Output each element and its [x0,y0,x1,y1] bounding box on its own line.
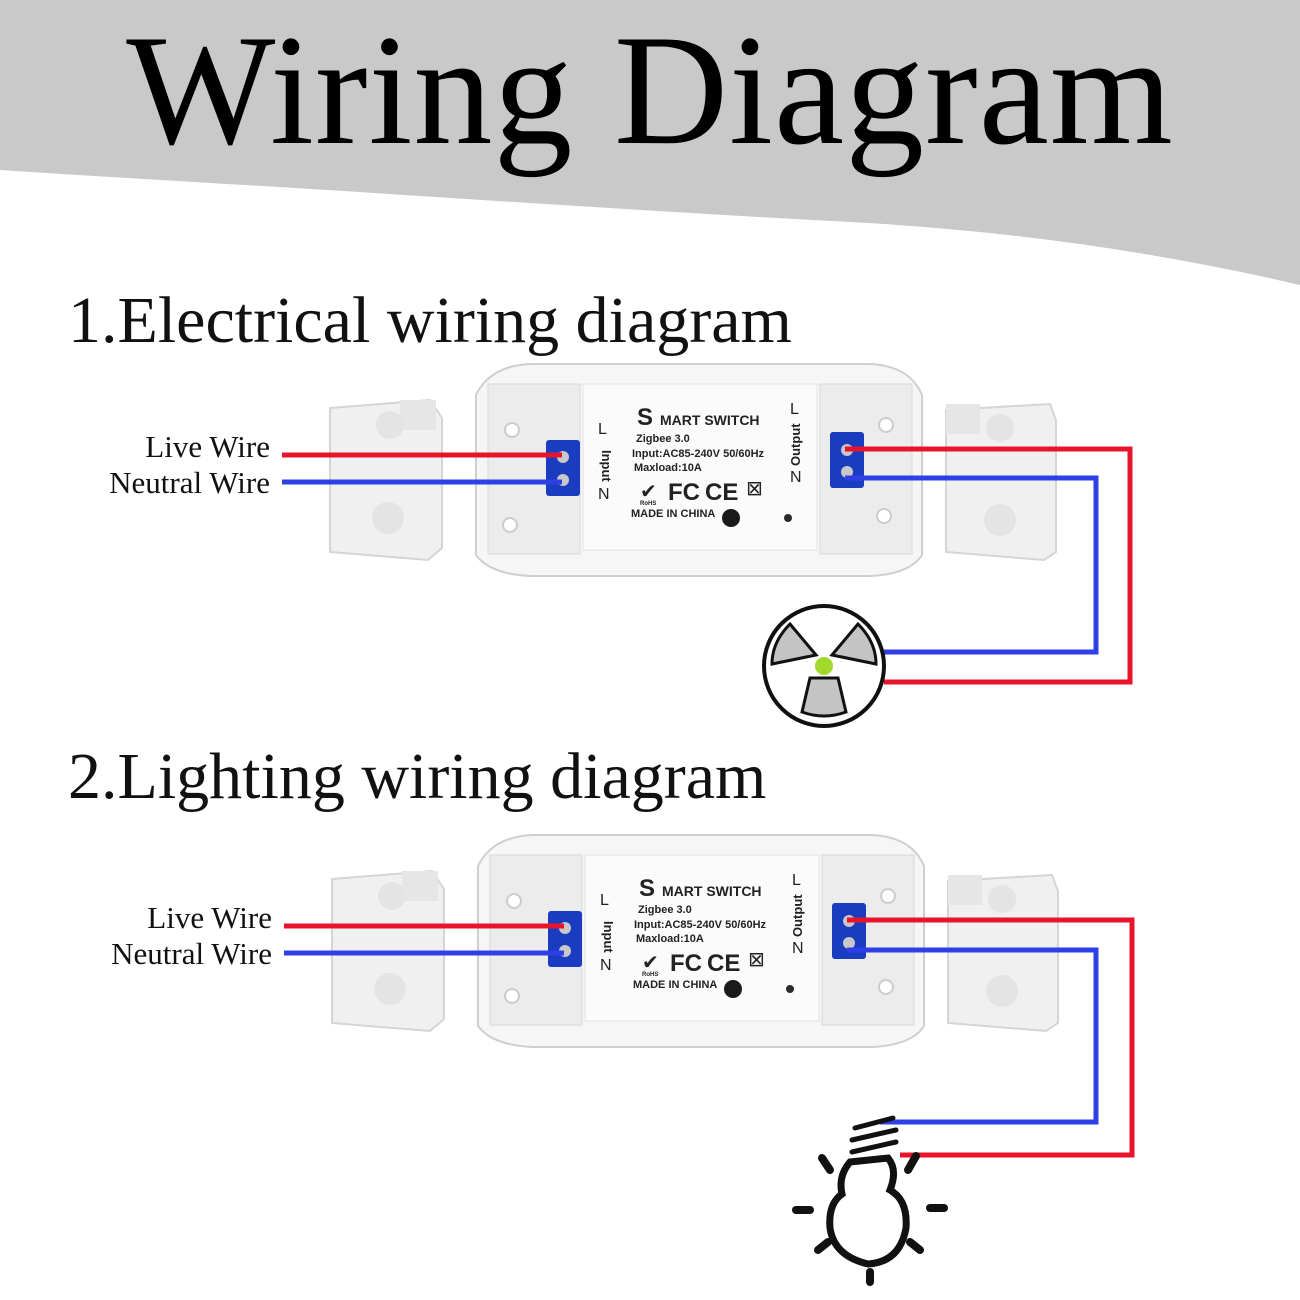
svg-text:Zigbee 3.0: Zigbee 3.0 [636,433,690,445]
svg-text:N: N [792,940,804,957]
header-banner [0,0,1300,285]
svg-text:MART SWITCH: MART SWITCH [662,883,762,899]
svg-text:✔: ✔ [642,952,659,974]
neutral-wire-label: Neutral Wire [109,465,270,500]
live-wire [284,917,1135,1158]
svg-text:MADE IN CHINA: MADE IN CHINA [633,979,717,991]
live-wire-label: Live Wire [147,900,272,935]
svg-text:Input:AC85-240V 50/60Hz: Input:AC85-240V 50/60Hz [632,448,765,460]
live-wire-label: Live Wire [145,429,270,464]
svg-text:L: L [598,421,607,438]
svg-text:S: S [639,875,655,902]
svg-text:RoHS: RoHS [642,972,658,978]
neutral-wire [284,947,1099,1125]
svg-text:Output: Output [788,423,803,466]
svg-text:⊠: ⊠ [748,949,765,971]
svg-text:L: L [792,872,801,889]
svg-text:L: L [790,401,799,418]
device-label-2: S MART SWITCH Zigbee 3.0 Input:AC85-240V… [600,872,805,991]
section-title-lighting: 2.Lighting wiring diagram [68,740,767,813]
svg-text:CE: CE [705,479,738,506]
svg-text:Input: Input [599,450,614,482]
svg-text:Maxload:10A: Maxload:10A [634,462,702,474]
page-title: Wiring Diagram [126,3,1174,178]
svg-text:Zigbee 3.0: Zigbee 3.0 [638,904,692,916]
svg-text:⊠: ⊠ [746,478,763,500]
device-label-1: S MART SWITCH Zigbee 3.0 Input:AC85-240V… [598,401,803,520]
light-bulb-icon [792,1115,948,1286]
fan-icon [762,604,886,728]
neutral-wire-label: Neutral Wire [111,936,272,971]
svg-text:Output: Output [790,894,805,937]
svg-text:FC: FC [670,950,702,977]
svg-text:MADE IN CHINA: MADE IN CHINA [631,508,715,520]
svg-text:L: L [600,892,609,909]
svg-text:N: N [598,486,610,503]
svg-text:N: N [790,469,802,486]
svg-text:MART SWITCH: MART SWITCH [660,412,760,428]
svg-text:Maxload:10A: Maxload:10A [636,933,704,945]
svg-text:Input:AC85-240V 50/60Hz: Input:AC85-240V 50/60Hz [634,919,767,931]
live-wire [282,446,1133,685]
svg-text:✔: ✔ [640,481,657,503]
svg-text:RoHS: RoHS [640,501,656,507]
svg-text:N: N [600,957,612,974]
section-title-electrical: 1.Electrical wiring diagram [68,284,792,357]
svg-text:Input: Input [601,921,616,953]
svg-text:S: S [637,404,653,431]
svg-text:FC: FC [668,479,700,506]
neutral-wire [282,475,1099,655]
svg-text:CE: CE [707,950,740,977]
